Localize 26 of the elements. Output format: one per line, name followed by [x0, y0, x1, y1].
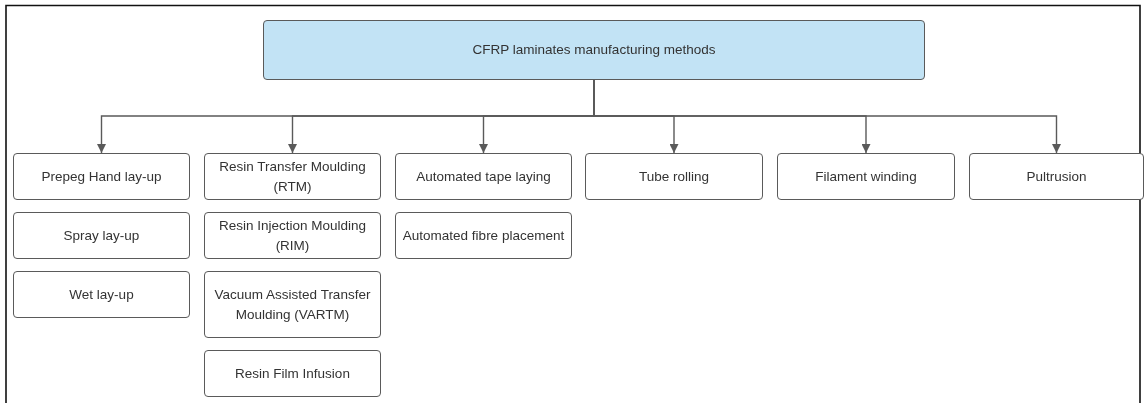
box-label: Vacuum Assisted Transfer Moulding (VARTM)	[213, 285, 372, 324]
method-box	[777, 153, 955, 200]
box-label: Filament winding	[815, 167, 917, 186]
box-label: Tube rolling	[638, 167, 709, 186]
box-label: Automated fibre placement	[402, 226, 565, 245]
method-box	[204, 350, 381, 397]
box-label: Wet lay-up	[69, 285, 134, 304]
method-box	[13, 212, 190, 259]
box-label: Spray lay-up	[63, 226, 140, 245]
method-box	[969, 153, 1144, 200]
method-box	[395, 212, 572, 259]
method-box	[395, 153, 572, 200]
box-label: Pultrusion	[1026, 167, 1087, 186]
method-box	[13, 271, 190, 318]
box-label: Resin Film Infusion	[235, 364, 350, 383]
box-label: Prepeg Hand lay-up	[41, 167, 162, 186]
method-box	[204, 271, 381, 338]
box-label: Resin Injection Moulding (RIM)	[217, 216, 368, 255]
box-label: CFRP laminates manufacturing methods	[472, 41, 716, 60]
root-box	[263, 20, 925, 80]
box-label: Automated tape laying	[416, 167, 551, 186]
method-box	[204, 212, 381, 259]
method-box	[204, 153, 381, 200]
method-box	[13, 153, 190, 200]
method-box	[585, 153, 763, 200]
box-label: Resin Transfer Moulding (RTM)	[218, 157, 367, 196]
